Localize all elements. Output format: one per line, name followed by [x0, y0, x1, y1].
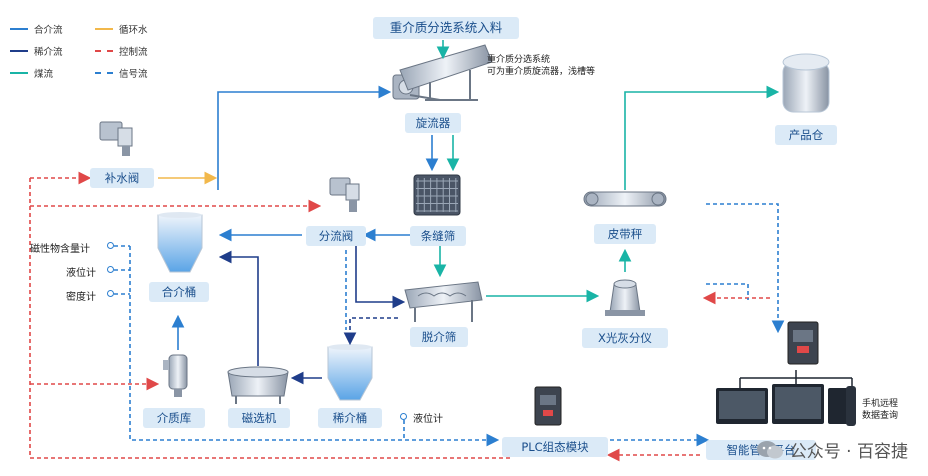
dewater-screen-equipment — [404, 281, 483, 322]
legend-line-control — [95, 50, 113, 52]
flow-scale-to-bin — [624, 85, 780, 190]
watermark: 公众号 · 百容捷 — [756, 437, 908, 462]
mag-separator-label: 磁选机 — [228, 408, 290, 428]
makeup-valve-equipment — [99, 121, 133, 156]
system-note: 重介质分选系统 可为重介质旋流器，浅槽等 — [487, 54, 595, 78]
flow-mag-to-tank — [218, 250, 259, 366]
legend-line-dilute — [10, 50, 28, 52]
combined-tank-equipment — [157, 212, 203, 273]
mag-separator-equipment — [227, 366, 289, 404]
split-valve-equipment — [329, 177, 360, 212]
legend-label: 信号流 — [119, 69, 148, 80]
legend-line-combined — [10, 28, 28, 30]
dilute-tank-label: 稀介桶 — [318, 408, 382, 428]
legend-item-dilute: 稀介流 — [10, 44, 63, 58]
cyclone-label: 旋流器 — [405, 113, 461, 133]
cyclone-equipment — [392, 44, 493, 101]
belt-scale-equipment — [583, 191, 667, 207]
legend-item-water: 循环水 — [95, 22, 148, 36]
density-meter-node — [107, 290, 114, 297]
medium-store-equipment — [163, 354, 188, 397]
wechat-icon — [756, 440, 783, 458]
density-meter-label: 密度计 — [66, 292, 96, 303]
makeup-valve-label: 补水阀 — [90, 168, 154, 188]
legend-item-combined: 合介流 — [10, 22, 63, 36]
dilute-level-meter-label: 液位计 — [413, 414, 443, 425]
flow-split-to-dewater — [355, 246, 406, 309]
split-valve-label: 分流阀 — [306, 226, 366, 246]
control-cabinet-equipment — [787, 321, 819, 365]
legend-item-control: 控制流 — [95, 44, 148, 58]
legend: 合介流 循环水 稀介流 控制流 煤流 信号流 — [10, 22, 185, 82]
combined-tank-label: 合介桶 — [149, 282, 209, 302]
plc-equipment — [534, 386, 562, 426]
system-input-title: 重介质分选系统入料 — [373, 17, 519, 39]
dewater-screen-label: 脱介筛 — [410, 327, 468, 347]
legend-label: 合介流 — [34, 25, 63, 36]
mag-content-meter-node — [107, 242, 114, 249]
legend-label: 稀介流 — [34, 47, 63, 58]
legend-item-signal: 信号流 — [95, 66, 148, 80]
watermark-text: 公众号 · 百容捷 — [789, 442, 908, 462]
signal-instruments-to-plc — [129, 246, 500, 447]
medium-store-label: 介质库 — [143, 408, 205, 428]
remote-query-text: 手机远程 数据查询 — [862, 398, 898, 422]
plc-label: PLC组态模块 — [502, 437, 608, 457]
level-meter-node — [107, 266, 114, 273]
level-meter-label: 液位计 — [66, 268, 96, 279]
remote-query-line2: 数据查询 — [862, 411, 899, 421]
control-left-loop — [29, 178, 510, 459]
product-bin-label: 产品仓 — [775, 125, 837, 145]
remote-query-line1: 手机远程 — [862, 399, 899, 409]
xray-analyzer-equipment — [605, 279, 645, 316]
legend-label: 控制流 — [119, 47, 148, 58]
belt-scale-label: 皮带秤 — [594, 224, 656, 244]
legend-label: 煤流 — [34, 69, 54, 80]
flow-dewater-to-dilute — [343, 317, 398, 346]
xray-analyzer-label: X光灰分仪 — [582, 328, 668, 348]
dilute-tank-equipment — [327, 344, 373, 401]
slot-screen-label: 条缝筛 — [410, 226, 466, 246]
system-note-line2: 可为重介质旋流器，浅槽等 — [487, 67, 596, 77]
monitor-wall — [716, 370, 856, 426]
dilute-level-meter-node — [400, 413, 407, 420]
signal-xray-to-platform — [706, 283, 749, 300]
legend-label: 循环水 — [119, 25, 148, 36]
system-note-line1: 重介质分选系统 — [487, 55, 551, 65]
mag-content-meter-label: 磁性物含量计 — [30, 244, 90, 255]
legend-item-coal: 煤流 — [10, 66, 53, 80]
flow-combined-to-cyclone — [217, 85, 392, 190]
legend-line-coal — [10, 72, 28, 74]
product-bin-equipment — [782, 53, 830, 113]
signal-scale-to-platform — [706, 203, 785, 334]
slot-screen-equipment — [413, 174, 461, 216]
legend-line-signal — [95, 72, 113, 74]
legend-line-water — [95, 28, 113, 30]
